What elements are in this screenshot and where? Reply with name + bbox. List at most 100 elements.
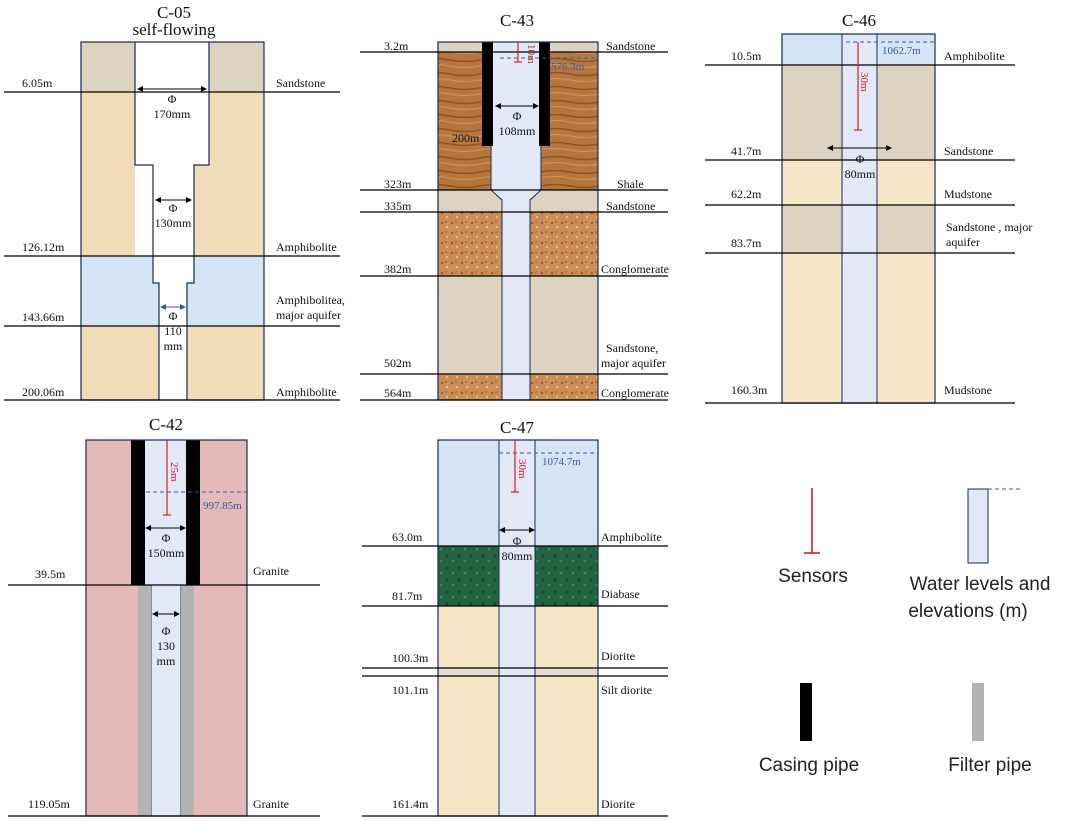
legend-water-levels-label-1: Water levels and	[910, 574, 1051, 595]
c43-layer-6: Conglomerate	[601, 386, 669, 400]
c46-layer-4b: aquifer	[946, 235, 980, 249]
c47-water-level: 1074.7m	[542, 456, 581, 468]
c05-subtitle: self-flowing	[132, 20, 216, 39]
c42-bore-lower	[150, 584, 182, 817]
c05-dia-2: 130mm	[155, 216, 192, 230]
c43-layer-2: Shale	[617, 177, 644, 191]
legend-sensors-label: Sensors	[778, 566, 848, 587]
c46-title: C-46	[842, 11, 876, 30]
legend-filter-label: Filter pipe	[948, 755, 1031, 776]
c43-depth-6: 564m	[384, 386, 412, 400]
c05-phi-1: Φ	[168, 92, 177, 106]
c43-casing-label: 200m	[452, 131, 480, 145]
legend-filter-icon	[972, 683, 984, 741]
c42-dia-1: 150mm	[148, 546, 185, 560]
c46-sensor-label: 30m	[858, 72, 870, 92]
c05-layer-2: Amphibolite	[276, 240, 337, 254]
c42-filter-right	[181, 585, 194, 816]
c43-layer-3: Sandstone	[606, 199, 655, 213]
c05-bore	[135, 42, 209, 400]
c47-layer-4: Silt diorite	[601, 683, 652, 697]
c43-layer-1: Sandstone	[606, 39, 655, 53]
c05-layer-3a: Amphibolitea,	[276, 293, 345, 307]
c05-depth-4: 200.06m	[22, 385, 65, 399]
c46-layer-3: Mudstone	[944, 187, 992, 201]
c42-layer-2: Granite	[253, 797, 289, 811]
c05-phi-3: Φ	[169, 309, 178, 323]
c42-depth-1: 39.5m	[35, 567, 66, 581]
c46-phi: Φ	[856, 152, 865, 166]
c43-depth-4: 382m	[384, 262, 412, 276]
c46-water-level: 1062.7m	[882, 45, 921, 57]
c43-sensor-label: 10m	[525, 44, 537, 64]
c46-depth-4: 83.7m	[731, 236, 762, 250]
c05-sandstone-right	[209, 42, 264, 92]
c47-bore	[498, 439, 536, 817]
c43-dia: 108mm	[499, 124, 536, 138]
c05-phi-2: Φ	[169, 201, 178, 215]
c05-amph-left	[81, 92, 135, 256]
c47-layer-2: Diabase	[601, 587, 640, 601]
c46-depth-2: 41.7m	[731, 144, 762, 158]
c42-title: C-42	[149, 415, 183, 434]
c42-depth-2: 119.05m	[28, 797, 71, 811]
c47-depth-2: 81.7m	[392, 589, 423, 603]
c42-water-level: 997.85m	[203, 500, 242, 512]
c42-sensor-label: 25m	[168, 462, 180, 482]
c43-layer-4: Conglomerate	[601, 262, 669, 276]
well-c46: C-46 10.5m 41.7m 62.2m 83.7m 160.3m Amph…	[705, 11, 1032, 404]
c47-sensor-label: 30m	[516, 459, 528, 479]
c42-bore-upper	[142, 439, 189, 586]
c42-phi-2: Φ	[162, 624, 171, 638]
c43-depth-3: 335m	[384, 199, 412, 213]
legend-water-levels-label-2: elevations (m)	[908, 601, 1027, 622]
c46-layer-2: Sandstone	[944, 144, 993, 158]
c05-dia-3b: mm	[164, 339, 183, 353]
c05-dia-3a: 110	[164, 324, 182, 338]
c46-layer-1: Amphibolite	[944, 49, 1005, 63]
c05-depth-2: 126.12m	[22, 240, 65, 254]
c47-title: C-47	[500, 418, 535, 437]
c47-phi: Φ	[513, 534, 522, 548]
c43-phi: Φ	[513, 109, 522, 123]
c42-dia-2b: mm	[157, 654, 176, 668]
c43-depth-1: 3.2m	[384, 39, 409, 53]
c46-depth-1: 10.5m	[731, 49, 762, 63]
c05-layer-4: Amphibolite	[276, 385, 337, 399]
c05-depth-3: 143.66m	[22, 310, 65, 324]
c47-layer-5: Diorite	[601, 797, 635, 811]
c05-depth-1: 6.05m	[22, 76, 53, 90]
c42-phi-1: Φ	[162, 531, 171, 545]
c47-depth-4: 101.1m	[392, 683, 429, 697]
well-c43: C-43 3.2m 323m 335m 382m 502m 564m Sands…	[360, 11, 669, 401]
c46-bore	[841, 33, 878, 404]
c05-sandstone-left	[81, 42, 135, 92]
c42-casing-right	[186, 440, 200, 585]
c05-dia-1: 170mm	[154, 107, 191, 121]
well-c05: C-05 self-flowing 6.05m 126.12m 143.66m …	[4, 3, 345, 401]
c43-layer-5b: major aquifer	[601, 356, 666, 370]
c42-dia-2a: 130	[157, 639, 175, 653]
c46-dia: 80mm	[845, 167, 876, 181]
c47-depth-1: 63.0m	[392, 530, 423, 544]
c43-water-level: 576.3m	[551, 61, 585, 73]
c43-casing-left	[482, 42, 493, 146]
c42-casing-left	[131, 440, 145, 585]
c46-layer-4a: Sandstone , major	[946, 220, 1032, 234]
c05-layer-3b: major aquifer	[276, 308, 341, 322]
c46-layer-5: Mudstone	[944, 383, 992, 397]
c43-casing-right	[539, 42, 550, 146]
c47-depth-5: 161.4m	[392, 797, 429, 811]
c43-depth-2: 323m	[384, 177, 412, 191]
c47-layer-1: Amphibolite	[601, 530, 662, 544]
c46-depth-3: 62.2m	[731, 187, 762, 201]
legend: Sensors Water levels and elevations (m) …	[759, 488, 1051, 776]
c47-depth-3: 100.3m	[392, 651, 429, 665]
c05-layer-1: Sandstone	[276, 76, 325, 90]
c43-title: C-43	[500, 11, 534, 30]
c42-filter-left	[138, 585, 151, 816]
legend-casing-icon	[800, 683, 812, 741]
well-c42: C-42 39.5m 119.05m Granite Granite 25m 9…	[8, 415, 320, 817]
legend-water-level-icon	[967, 488, 989, 564]
